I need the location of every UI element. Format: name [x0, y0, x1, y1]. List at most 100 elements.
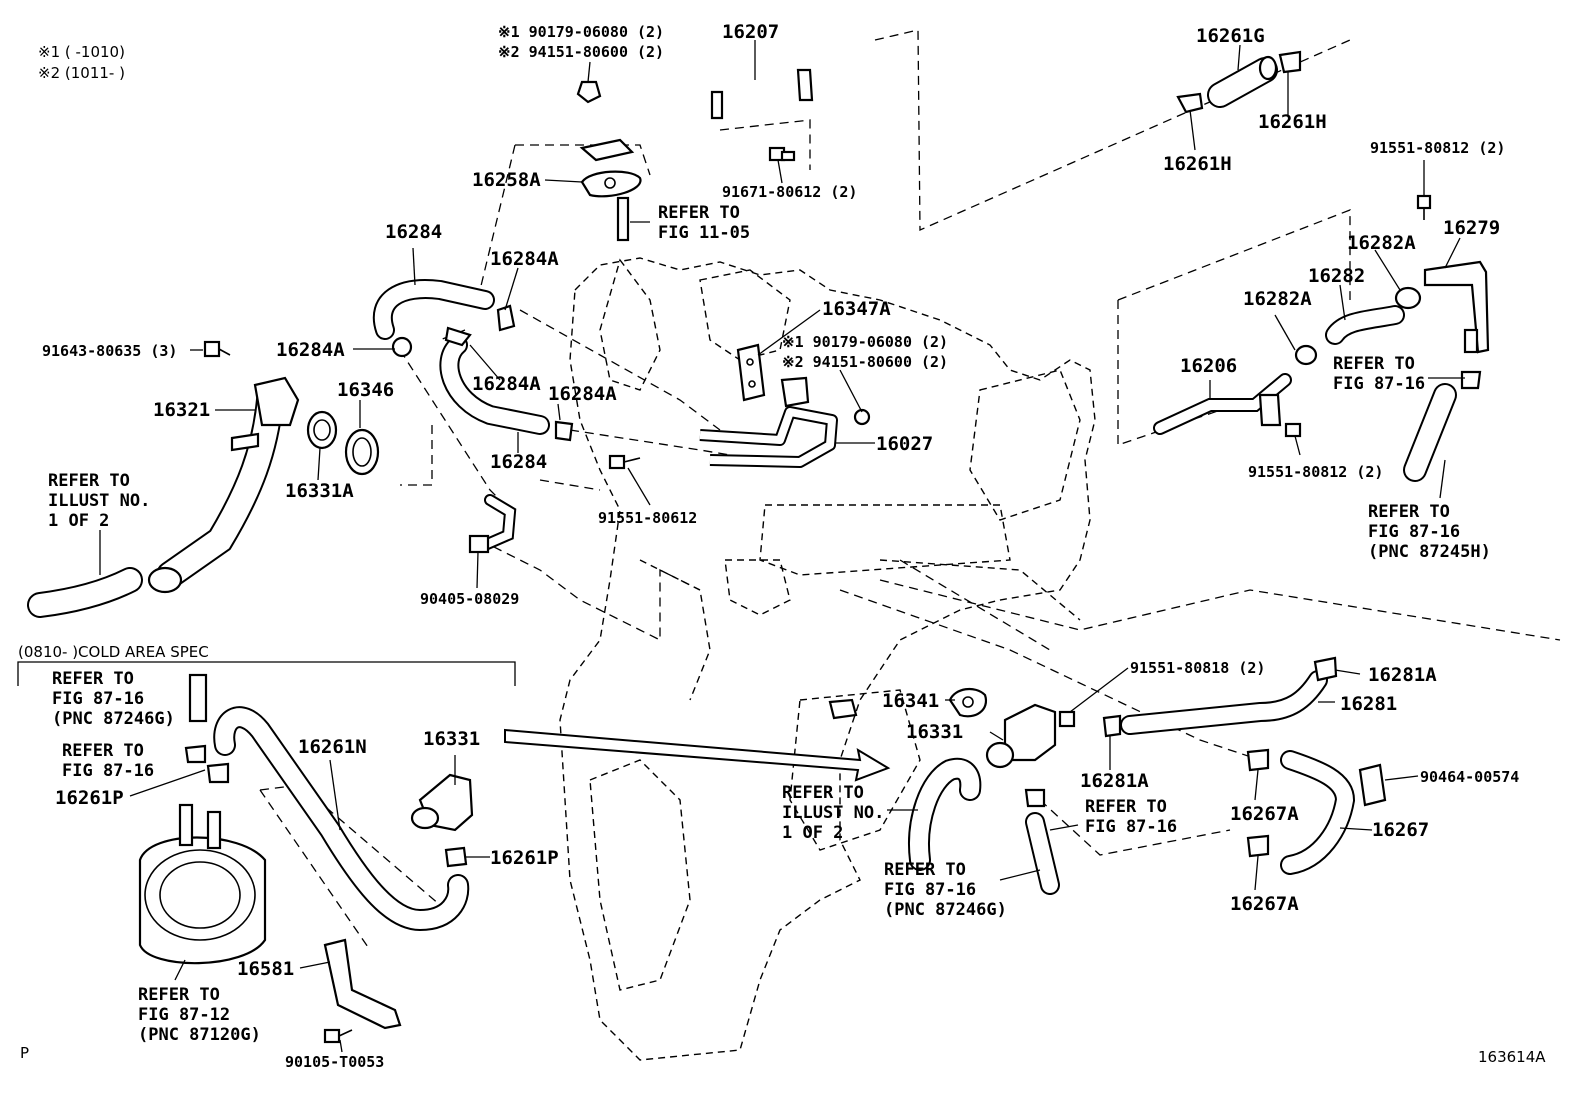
label-16279[interactable]: 16279	[1443, 217, 1500, 239]
thermostat-16331A[interactable]	[306, 410, 338, 450]
label-16282A-1: 16282A	[1347, 232, 1416, 254]
hose-16284-upper[interactable]	[372, 279, 495, 340]
label-16261N[interactable]: 16261N	[298, 736, 367, 758]
label-refer-11-05-a: REFER TO	[658, 203, 740, 223]
label-refer-11-05-b: FIG 11-05	[658, 223, 750, 243]
bracket-16581[interactable]	[323, 938, 402, 1030]
bolt-91643-icon	[203, 340, 231, 358]
label-16321[interactable]: 16321	[153, 399, 210, 421]
label-16281A-2: 16281A	[1080, 770, 1149, 792]
label-fastener-mid-1: ※1 90179-06080 (2)	[782, 333, 948, 351]
label-refer-87246-c2: FIG 87-16	[884, 880, 976, 900]
label-16331-left[interactable]: 16331	[423, 728, 480, 750]
label-refer-87-16-r1: REFER TO	[1333, 354, 1415, 374]
clamp-16261H-icons	[1176, 50, 1302, 114]
label-refer-87246-l3: (PNC 87246G)	[52, 709, 175, 729]
note-range-1: ※1 ( -1010)	[38, 43, 125, 61]
pipe-16321[interactable]	[147, 376, 300, 594]
label-refer-87246-l1: REFER TO	[52, 669, 134, 689]
label-fastener-mid-2: ※2 94151-80600 (2)	[782, 353, 948, 371]
label-16027[interactable]: 16027	[876, 433, 933, 455]
housing-16331-left[interactable]	[410, 773, 474, 832]
label-refer-87-16-c2: FIG 87-16	[1085, 817, 1177, 837]
hose-16282[interactable]	[1294, 286, 1422, 366]
label-16282[interactable]: 16282	[1308, 265, 1365, 287]
label-refer-87245-2: FIG 87-16	[1368, 522, 1460, 542]
clamp-16281A-icons	[1102, 656, 1338, 738]
label-16581[interactable]: 16581	[237, 958, 294, 980]
label-fastener-top-2: ※2 94151-80600 (2)	[498, 43, 664, 61]
clamp-16261P-icons	[184, 744, 468, 868]
label-16347A[interactable]: 16347A	[822, 298, 891, 320]
label-90405: 90405-08029	[420, 590, 519, 608]
label-refer-87245-1: REFER TO	[1368, 502, 1450, 522]
label-91551-80812-b: 91551-80812 (2)	[1248, 463, 1383, 481]
note-cold-area: (0810- )COLD AREA SPEC	[18, 643, 209, 661]
label-91551-80818: 91551-80818 (2)	[1130, 659, 1265, 677]
label-16281[interactable]: 16281	[1340, 693, 1397, 715]
label-16284A-3: 16284A	[472, 373, 541, 395]
bracket-16279[interactable]	[1423, 260, 1490, 354]
bolt-91551-80812-bottom-icon	[1284, 422, 1302, 438]
label-16284A-1: 16284A	[490, 248, 559, 270]
bolt-90105-icon	[323, 1028, 353, 1044]
hose-87246G-stub-right	[1024, 788, 1060, 895]
label-16284-top[interactable]: 16284	[385, 221, 442, 243]
label-16331-right[interactable]: 16331	[906, 721, 963, 743]
label-16261H-2: 16261H	[1163, 153, 1232, 175]
leader-lines	[99, 40, 1465, 1053]
label-16284A-2: 16284A	[276, 339, 345, 361]
label-refer-illust-a3: 1 OF 2	[48, 511, 109, 531]
label-refer-illust-b2: ILLUST NO.	[782, 803, 884, 823]
oil-cooler[interactable]	[138, 803, 267, 965]
page-mark: P	[20, 1044, 29, 1062]
hose-16261G[interactable]	[1207, 55, 1278, 108]
housing-16331-right[interactable]	[985, 703, 1057, 769]
label-90464: 90464-00574	[1420, 768, 1519, 786]
label-refer-87-12-1: REFER TO	[138, 985, 220, 1005]
label-refer-illust-a1: REFER TO	[48, 471, 130, 491]
label-refer-87-16-r2: FIG 87-16	[1333, 374, 1425, 394]
union-90405[interactable]	[468, 494, 517, 554]
label-refer-87-12-3: (PNC 87120G)	[138, 1025, 261, 1045]
pipe-16027[interactable]	[699, 376, 838, 468]
gasket-16347A[interactable]	[736, 343, 766, 402]
bolt-91551-80812-top-icon	[1416, 194, 1432, 220]
label-16258A[interactable]: 16258A	[472, 169, 541, 191]
labels: ※1 ( -1010) ※2 (1011- ) 16207 ※1 90179-0…	[18, 21, 1546, 1071]
engine-outline	[559, 257, 1096, 1061]
label-refer-87-16-l2: FIG 87-16	[62, 761, 154, 781]
gasket-16258A[interactable]	[580, 170, 642, 198]
label-16284-mid[interactable]: 16284	[490, 451, 547, 473]
pipe-16206[interactable]	[1153, 373, 1292, 435]
pipe-16207[interactable]	[579, 37, 895, 162]
label-refer-87246-c1: REFER TO	[884, 860, 966, 880]
label-refer-illust-b1: REFER TO	[782, 783, 864, 803]
label-fastener-top-1: ※1 90179-06080 (2)	[498, 23, 664, 41]
hose-16281[interactable]	[1120, 670, 1328, 735]
guide-lines	[259, 29, 1561, 951]
label-16261P-1: 16261P	[55, 787, 124, 809]
label-refer-87246-c3: (PNC 87246G)	[884, 900, 1007, 920]
hose-16261N[interactable]	[213, 706, 470, 932]
figure-code: 163614A	[1478, 1048, 1546, 1066]
label-16331A[interactable]: 16331A	[285, 480, 354, 502]
bolt-91551-80612-icon	[608, 454, 641, 470]
label-16207[interactable]: 16207	[722, 21, 779, 43]
label-refer-illust-a2: ILLUST NO.	[48, 491, 150, 511]
label-16267[interactable]: 16267	[1372, 819, 1429, 841]
hose-16284-middle[interactable]	[439, 335, 550, 435]
label-91551-80812-a: 91551-80812 (2)	[1370, 139, 1505, 157]
label-16206[interactable]: 16206	[1180, 355, 1237, 377]
label-refer-87-16-l1: REFER TO	[62, 741, 144, 761]
label-16282A-2: 16282A	[1243, 288, 1312, 310]
cold-area-bracket	[17, 661, 516, 686]
gasket-16341[interactable]	[948, 687, 988, 718]
hose-16267[interactable]	[1280, 750, 1356, 875]
gasket-16346[interactable]	[344, 428, 380, 476]
label-16341[interactable]: 16341	[882, 690, 939, 712]
label-16261G[interactable]: 16261G	[1196, 25, 1265, 47]
label-16346[interactable]: 16346	[337, 379, 394, 401]
label-90105: 90105-T0053	[285, 1053, 384, 1071]
